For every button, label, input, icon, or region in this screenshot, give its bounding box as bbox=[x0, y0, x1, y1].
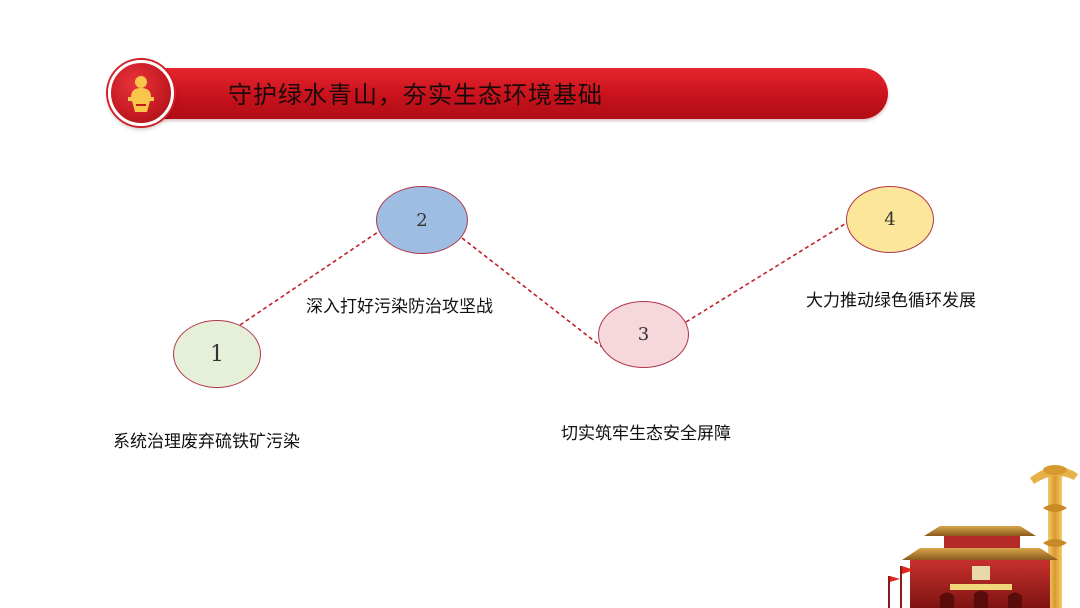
speaker-at-podium-icon bbox=[108, 60, 174, 126]
step-number: 3 bbox=[637, 324, 650, 345]
step-node-2: 2 bbox=[376, 186, 468, 254]
page-title: 守护绿水青山，夯实生态环境基础 bbox=[228, 81, 603, 109]
connector-3-4 bbox=[685, 221, 849, 323]
step-label-2: 深入打好污染防治攻坚战 bbox=[306, 297, 493, 317]
step-number: 4 bbox=[884, 209, 896, 230]
step-number: 2 bbox=[416, 209, 428, 231]
step-number: 1 bbox=[210, 341, 224, 367]
tiananmen-gate-and-huabiao-icon bbox=[888, 465, 1078, 608]
step-label-1: 系统治理废弃硫铁矿污染 bbox=[113, 432, 300, 452]
step-node-3: 3 bbox=[598, 301, 689, 368]
header-bar bbox=[118, 68, 888, 119]
step-node-4: 4 bbox=[846, 186, 934, 253]
step-label-3: 切实筑牢生态安全屏障 bbox=[561, 424, 731, 444]
step-node-1: 1 bbox=[173, 320, 261, 388]
step-label-4: 大力推动绿色循环发展 bbox=[806, 291, 976, 311]
connector-2-3 bbox=[461, 237, 603, 348]
